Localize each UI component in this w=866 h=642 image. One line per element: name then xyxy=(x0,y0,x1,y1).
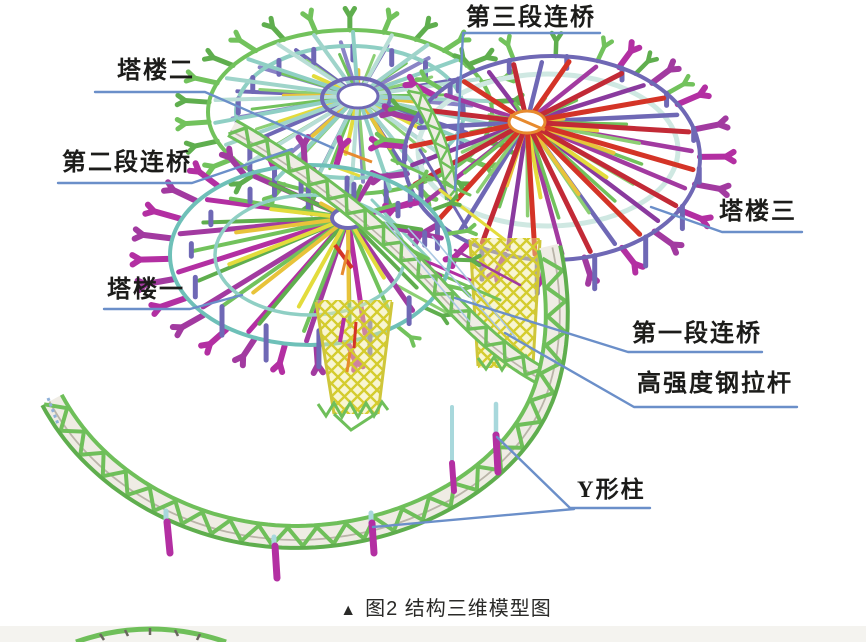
label-tower2: 塔楼二 xyxy=(117,58,195,84)
bridge-segment-2 xyxy=(227,119,549,386)
label-tower1: 塔楼一 xyxy=(107,277,185,303)
bridge1-end-detail xyxy=(46,397,60,425)
leader-y-column-1 xyxy=(495,435,652,510)
next-figure-strip xyxy=(0,626,866,642)
leader-bridge3 xyxy=(453,31,602,192)
leader-tower2 xyxy=(93,90,335,150)
label-bridge3: 第三段连桥 xyxy=(466,5,596,31)
leader-bridge1 xyxy=(453,296,764,354)
label-tie-rod: 高强度钢拉杆 xyxy=(637,371,793,397)
label-bridge1: 第一段连桥 xyxy=(632,321,762,347)
steel-tie-rods xyxy=(384,221,517,339)
figure-caption: ▲ 图2 结构三维模型图 xyxy=(13,592,866,621)
next-figure-arc xyxy=(75,626,227,642)
tower1-trunk xyxy=(314,300,394,432)
y-columns xyxy=(163,401,502,582)
tower1-canopy xyxy=(129,134,482,377)
caption-triangle-marker: ▲ xyxy=(340,602,358,619)
leader-tower3 xyxy=(649,205,804,234)
caption-text: 图2 结构三维模型图 xyxy=(365,598,552,620)
label-tower3: 塔楼三 xyxy=(719,199,797,225)
leader-y-column-2 xyxy=(371,507,576,529)
label-y-column: Y形柱 xyxy=(577,477,646,502)
leader-lines xyxy=(56,31,804,529)
leader-tower1 xyxy=(102,293,244,311)
leader-tie-rod xyxy=(503,331,799,409)
leader-bridge2 xyxy=(56,147,294,185)
label-bridge2: 第二段连桥 xyxy=(62,150,192,176)
